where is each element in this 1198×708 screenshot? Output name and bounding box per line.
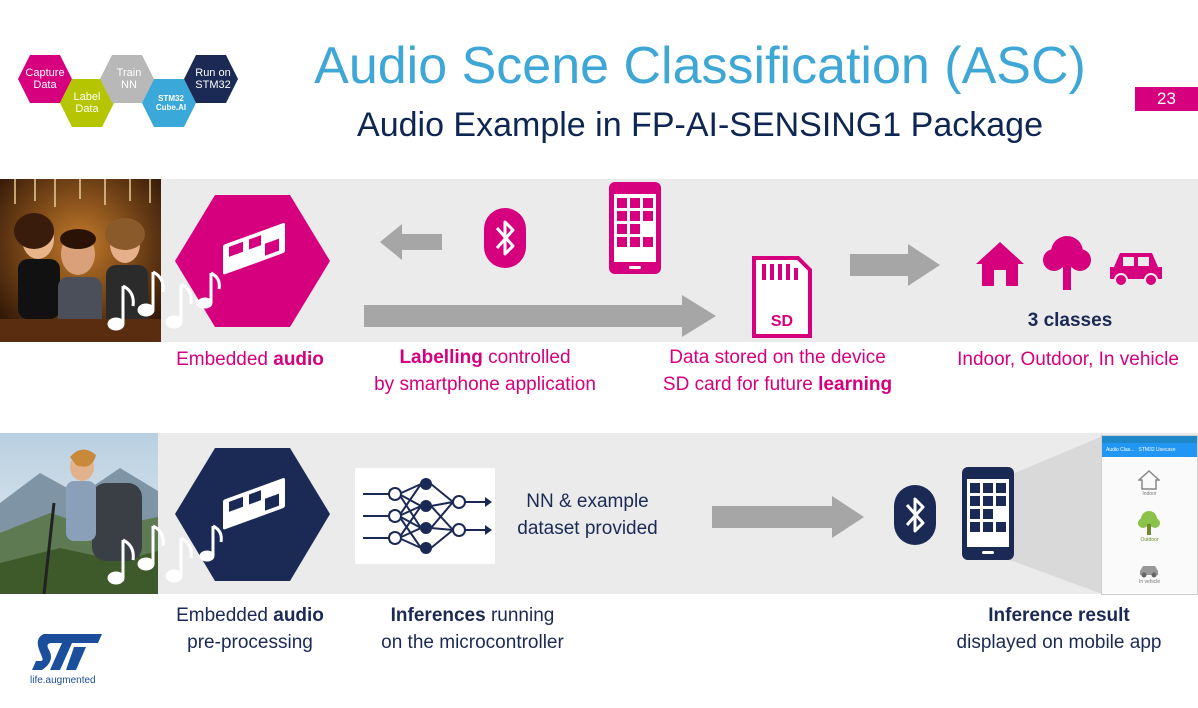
page-subtitle: Audio Example in FP-AI-SENSING1 Package <box>357 106 1043 144</box>
app-label-in-vehicle: In vehicle <box>1138 579 1161 585</box>
app-label-indoor: Indoor <box>1142 491 1157 497</box>
sd-card-label: SD <box>770 313 794 330</box>
hex-capture-data <box>18 55 72 103</box>
caption-inference-result: Inference result displayed on mobile app <box>956 605 1162 653</box>
caption-labelling: Labelling controlled by smartphone appli… <box>374 347 596 395</box>
bar-people-photo <box>0 179 161 342</box>
chip-icon-2 <box>223 478 285 530</box>
arrow-left-icon <box>380 224 442 260</box>
app-car-icon <box>1140 566 1158 578</box>
phone-app-screenshot: Audio Clas... STM32 Usecase Indoor Outdo… <box>1101 435 1198 595</box>
st-logo <box>32 634 102 670</box>
bluetooth-icon <box>484 208 526 268</box>
hex-label-data <box>60 79 114 127</box>
app-tree-icon <box>1138 511 1160 535</box>
tree-icon <box>1043 236 1091 290</box>
arrow-right-icon-2 <box>712 496 864 538</box>
caption-embedded-audio: Embedded audio <box>176 349 324 370</box>
hex-run-on-stm32 <box>184 55 238 103</box>
logo-tagline: life.augmented <box>30 675 96 686</box>
projection-beam <box>1010 435 1105 595</box>
caption-inferences: Inferences running on the microcontrolle… <box>381 605 564 653</box>
smartphone-icon-2 <box>962 467 1014 560</box>
house-icon <box>976 242 1024 286</box>
page-title: Audio Scene Classification (ASC) <box>314 37 1086 95</box>
bluetooth-icon-2 <box>894 485 936 545</box>
hex-train-nn <box>100 55 154 103</box>
chip-icon <box>223 223 285 275</box>
embedded-audio-hexagon <box>175 195 330 327</box>
car-icon <box>1110 253 1162 287</box>
arrow-right-icon <box>850 244 940 286</box>
caption-embedded-preprocessing: Embedded audio pre-processing <box>176 605 324 653</box>
app-toolbar: Audio Clas... STM32 Usecase <box>1102 443 1197 457</box>
arrow-right-long-icon <box>364 295 716 337</box>
app-label-outdoor: Outdoor <box>1140 537 1159 543</box>
app-status-bar <box>1102 436 1197 443</box>
embedded-preprocessing-hexagon <box>175 448 330 581</box>
app-house-icon <box>1138 470 1160 490</box>
hex-cube-ai <box>142 79 196 127</box>
smartphone-icon <box>609 182 661 274</box>
neural-network-icon <box>355 468 495 564</box>
classes-count-label: 3 classes <box>1027 310 1113 331</box>
workflow-hexagons <box>18 55 238 127</box>
caption-classes: Indoor, Outdoor, In vehicle <box>957 349 1179 370</box>
music-notes-icon-2 <box>107 524 193 585</box>
caption-data-stored: Data stored on the device SD card for fu… <box>662 347 893 395</box>
sd-card-icon <box>752 256 812 338</box>
page-number-badge: 23 <box>1135 87 1198 111</box>
